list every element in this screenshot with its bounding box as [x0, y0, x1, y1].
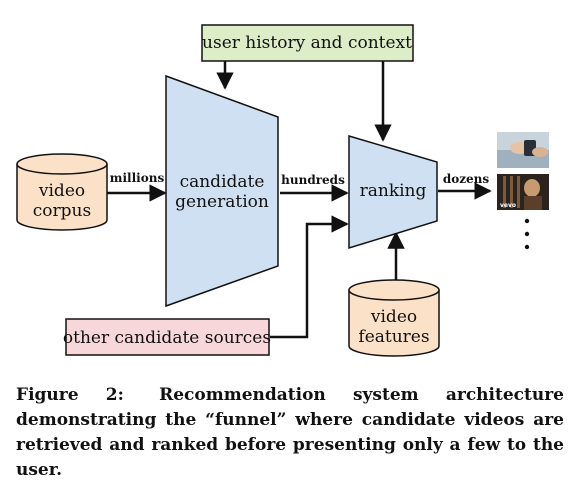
architecture-diagram: user history and context video corpus ca… — [16, 24, 549, 357]
user-history-box: user history and context — [201, 24, 414, 62]
video-features-label-2: features — [358, 327, 429, 347]
other-sources-label: other candidate sources — [63, 328, 271, 348]
video-corpus-label-1: video — [38, 181, 85, 201]
ranking-funnel: ranking — [348, 134, 438, 250]
arrow-sources-to-ranking — [270, 215, 349, 339]
connectors — [106, 60, 492, 339]
candidate-generation-funnel: candidate generation — [165, 74, 279, 308]
video-corpus-cylinder: video corpus — [16, 153, 108, 231]
figure-caption: Figure 2: Recommendation system architec… — [16, 383, 564, 483]
more-results-ellipsis-icon — [524, 218, 530, 250]
video-features-cylinder: video features — [348, 279, 440, 357]
candidate-generation-label-1: candidate — [180, 172, 265, 192]
millions-label: millions — [110, 171, 165, 185]
hundreds-label: hundreds — [281, 173, 345, 187]
figure-caption-text: Recommendation system architecture demon… — [16, 385, 565, 480]
vevo-logo: vevo — [500, 202, 516, 209]
candidate-generation-label-2: generation — [175, 192, 269, 212]
video-thumbnail-2: vevo — [497, 174, 549, 210]
video-features-label-1: video — [370, 307, 417, 327]
user-history-label: user history and context — [202, 33, 412, 53]
video-thumbnail-1 — [497, 132, 549, 168]
ranking-label: ranking — [360, 181, 427, 201]
other-sources-box: other candidate sources — [63, 318, 271, 356]
dozens-label: dozens — [443, 172, 490, 186]
video-corpus-label-2: corpus — [33, 201, 91, 221]
figure-label: Figure 2: — [16, 385, 124, 405]
